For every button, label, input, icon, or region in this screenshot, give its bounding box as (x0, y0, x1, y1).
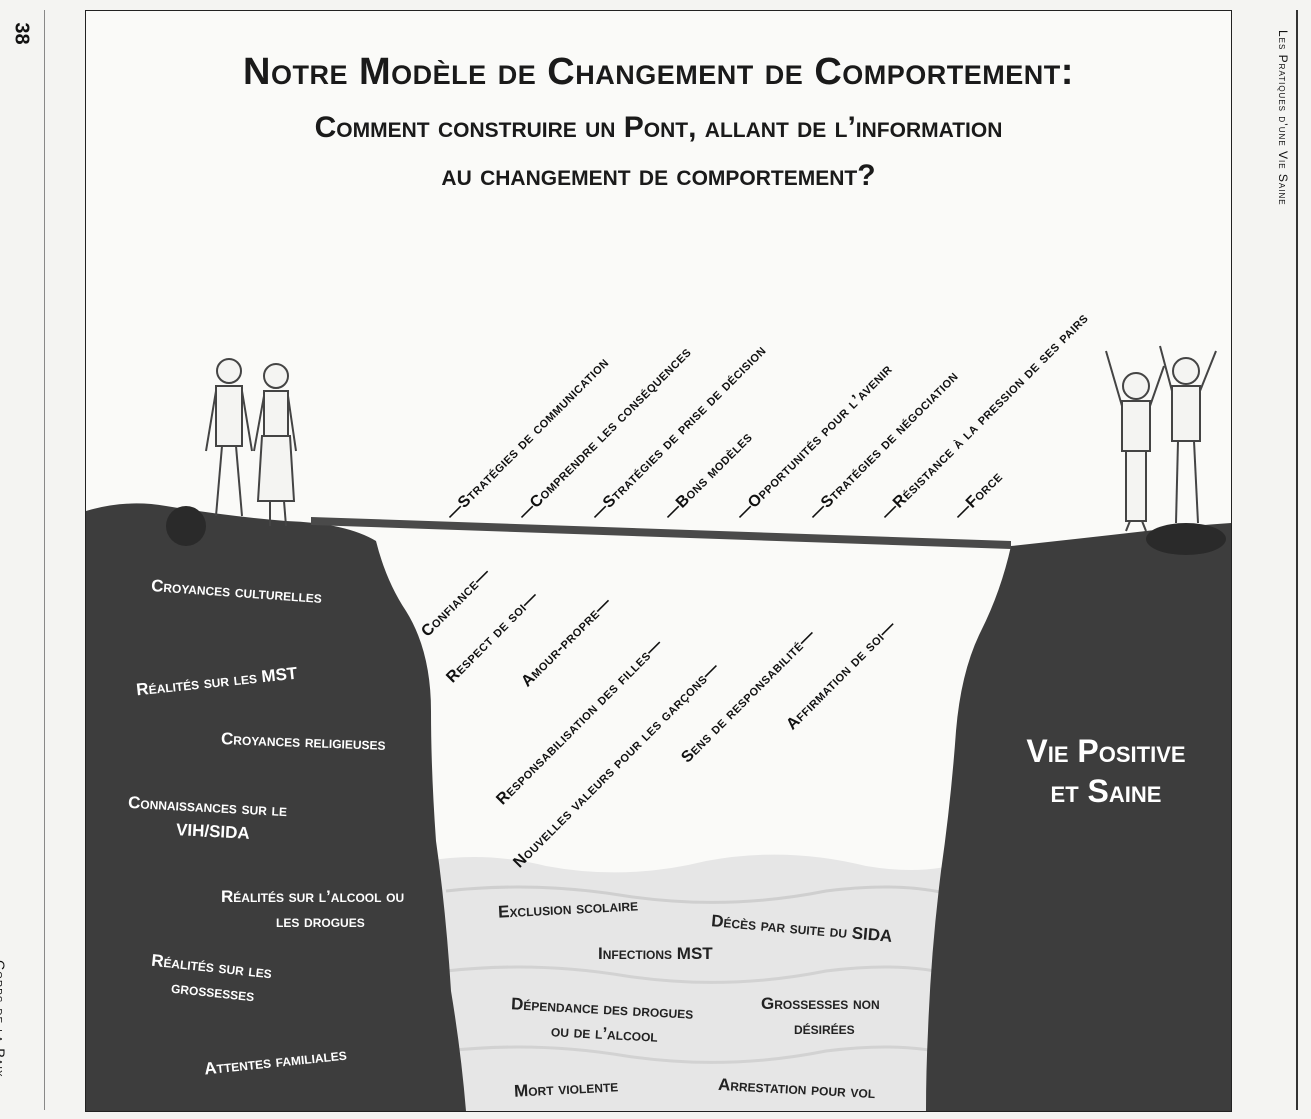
right-margin-rule (1296, 10, 1298, 1110)
left-cliff (86, 503, 466, 1111)
bridge-illustration (86, 345, 1231, 1111)
diagram-subtitle-line-2: au changement de comportement? (441, 159, 876, 192)
bridge-plank (311, 517, 1011, 549)
diagram-frame: Notre Modèle de Changement de Comporteme… (85, 10, 1232, 1112)
gorge-risk-label: Grossesses non (761, 994, 880, 1013)
footer-running-title: Corps de la Paix (0, 960, 8, 1078)
left-people-figures (205, 358, 297, 527)
left-cliff-label: Réalités sur l’alcool ou (221, 887, 405, 906)
right-people-figures (1105, 345, 1217, 532)
left-cliff-label: les drogues (276, 912, 365, 931)
gorge-risk-label: Infections MST (598, 944, 713, 963)
water-ripple (445, 885, 957, 904)
left-margin-rule (44, 10, 45, 1110)
right-cliff-goal: Vie Positive et Saine (986, 731, 1226, 811)
water-ripple (445, 1045, 957, 1064)
diagram-subtitle-line-1: Comment construire un Pont, allant de l’… (314, 111, 1003, 144)
page-number: 38 (10, 22, 33, 45)
boulder (166, 506, 206, 546)
left-cliff-label: VIH/SIDA (175, 820, 251, 843)
gorge-risk-label: Mort violente (513, 1076, 619, 1101)
goal-line-1: Vie Positive (1026, 733, 1186, 769)
goal-line-2: et Saine (1050, 773, 1162, 809)
diagram-title: Notre Modèle de Changement de Comporteme… (243, 51, 1074, 93)
gorge-risk-label: désirées (794, 1019, 855, 1038)
header-running-title: Les Pratiques d’une Vie Saine (1276, 30, 1290, 206)
right-cliff (926, 523, 1231, 1111)
water-ripple (445, 965, 957, 984)
boulder (1146, 523, 1226, 555)
